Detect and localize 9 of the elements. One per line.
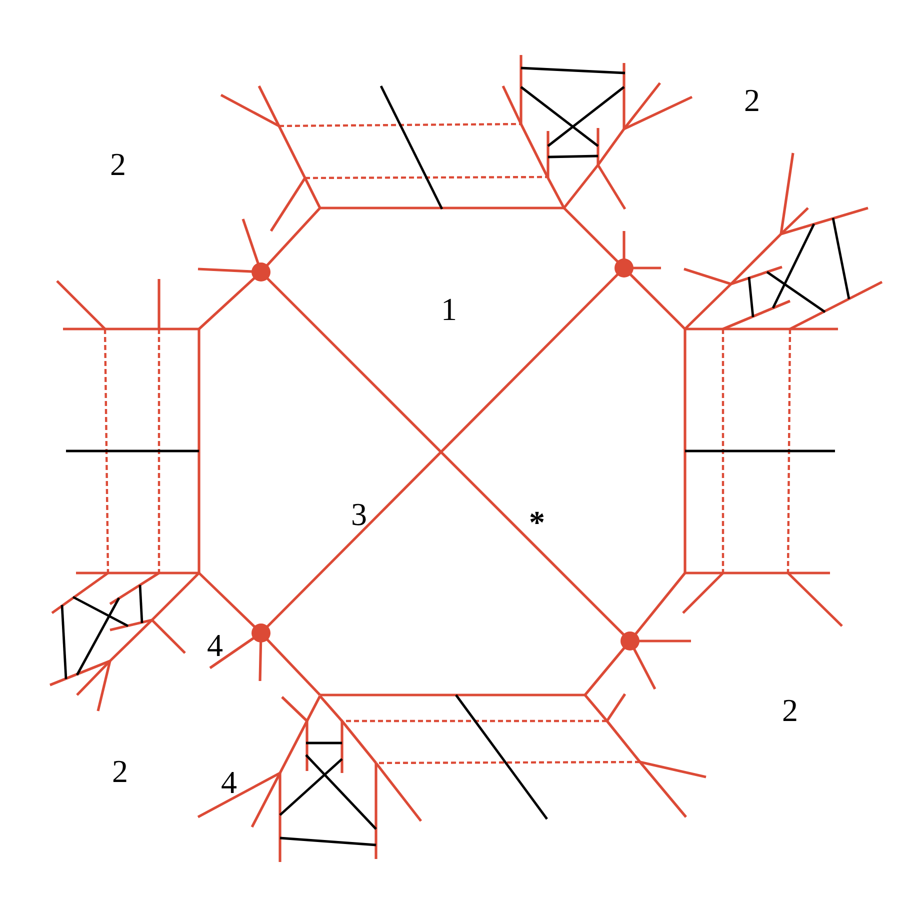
region-label: 4 (207, 629, 223, 661)
region-label: * (529, 506, 545, 538)
region-label: 2 (110, 148, 126, 180)
region-label: 2 (112, 755, 128, 787)
region-label: 1 (441, 293, 457, 325)
region-label: 2 (782, 694, 798, 726)
region-label: 4 (221, 766, 237, 798)
region-label: 2 (744, 84, 760, 116)
region-label: 3 (351, 498, 367, 530)
